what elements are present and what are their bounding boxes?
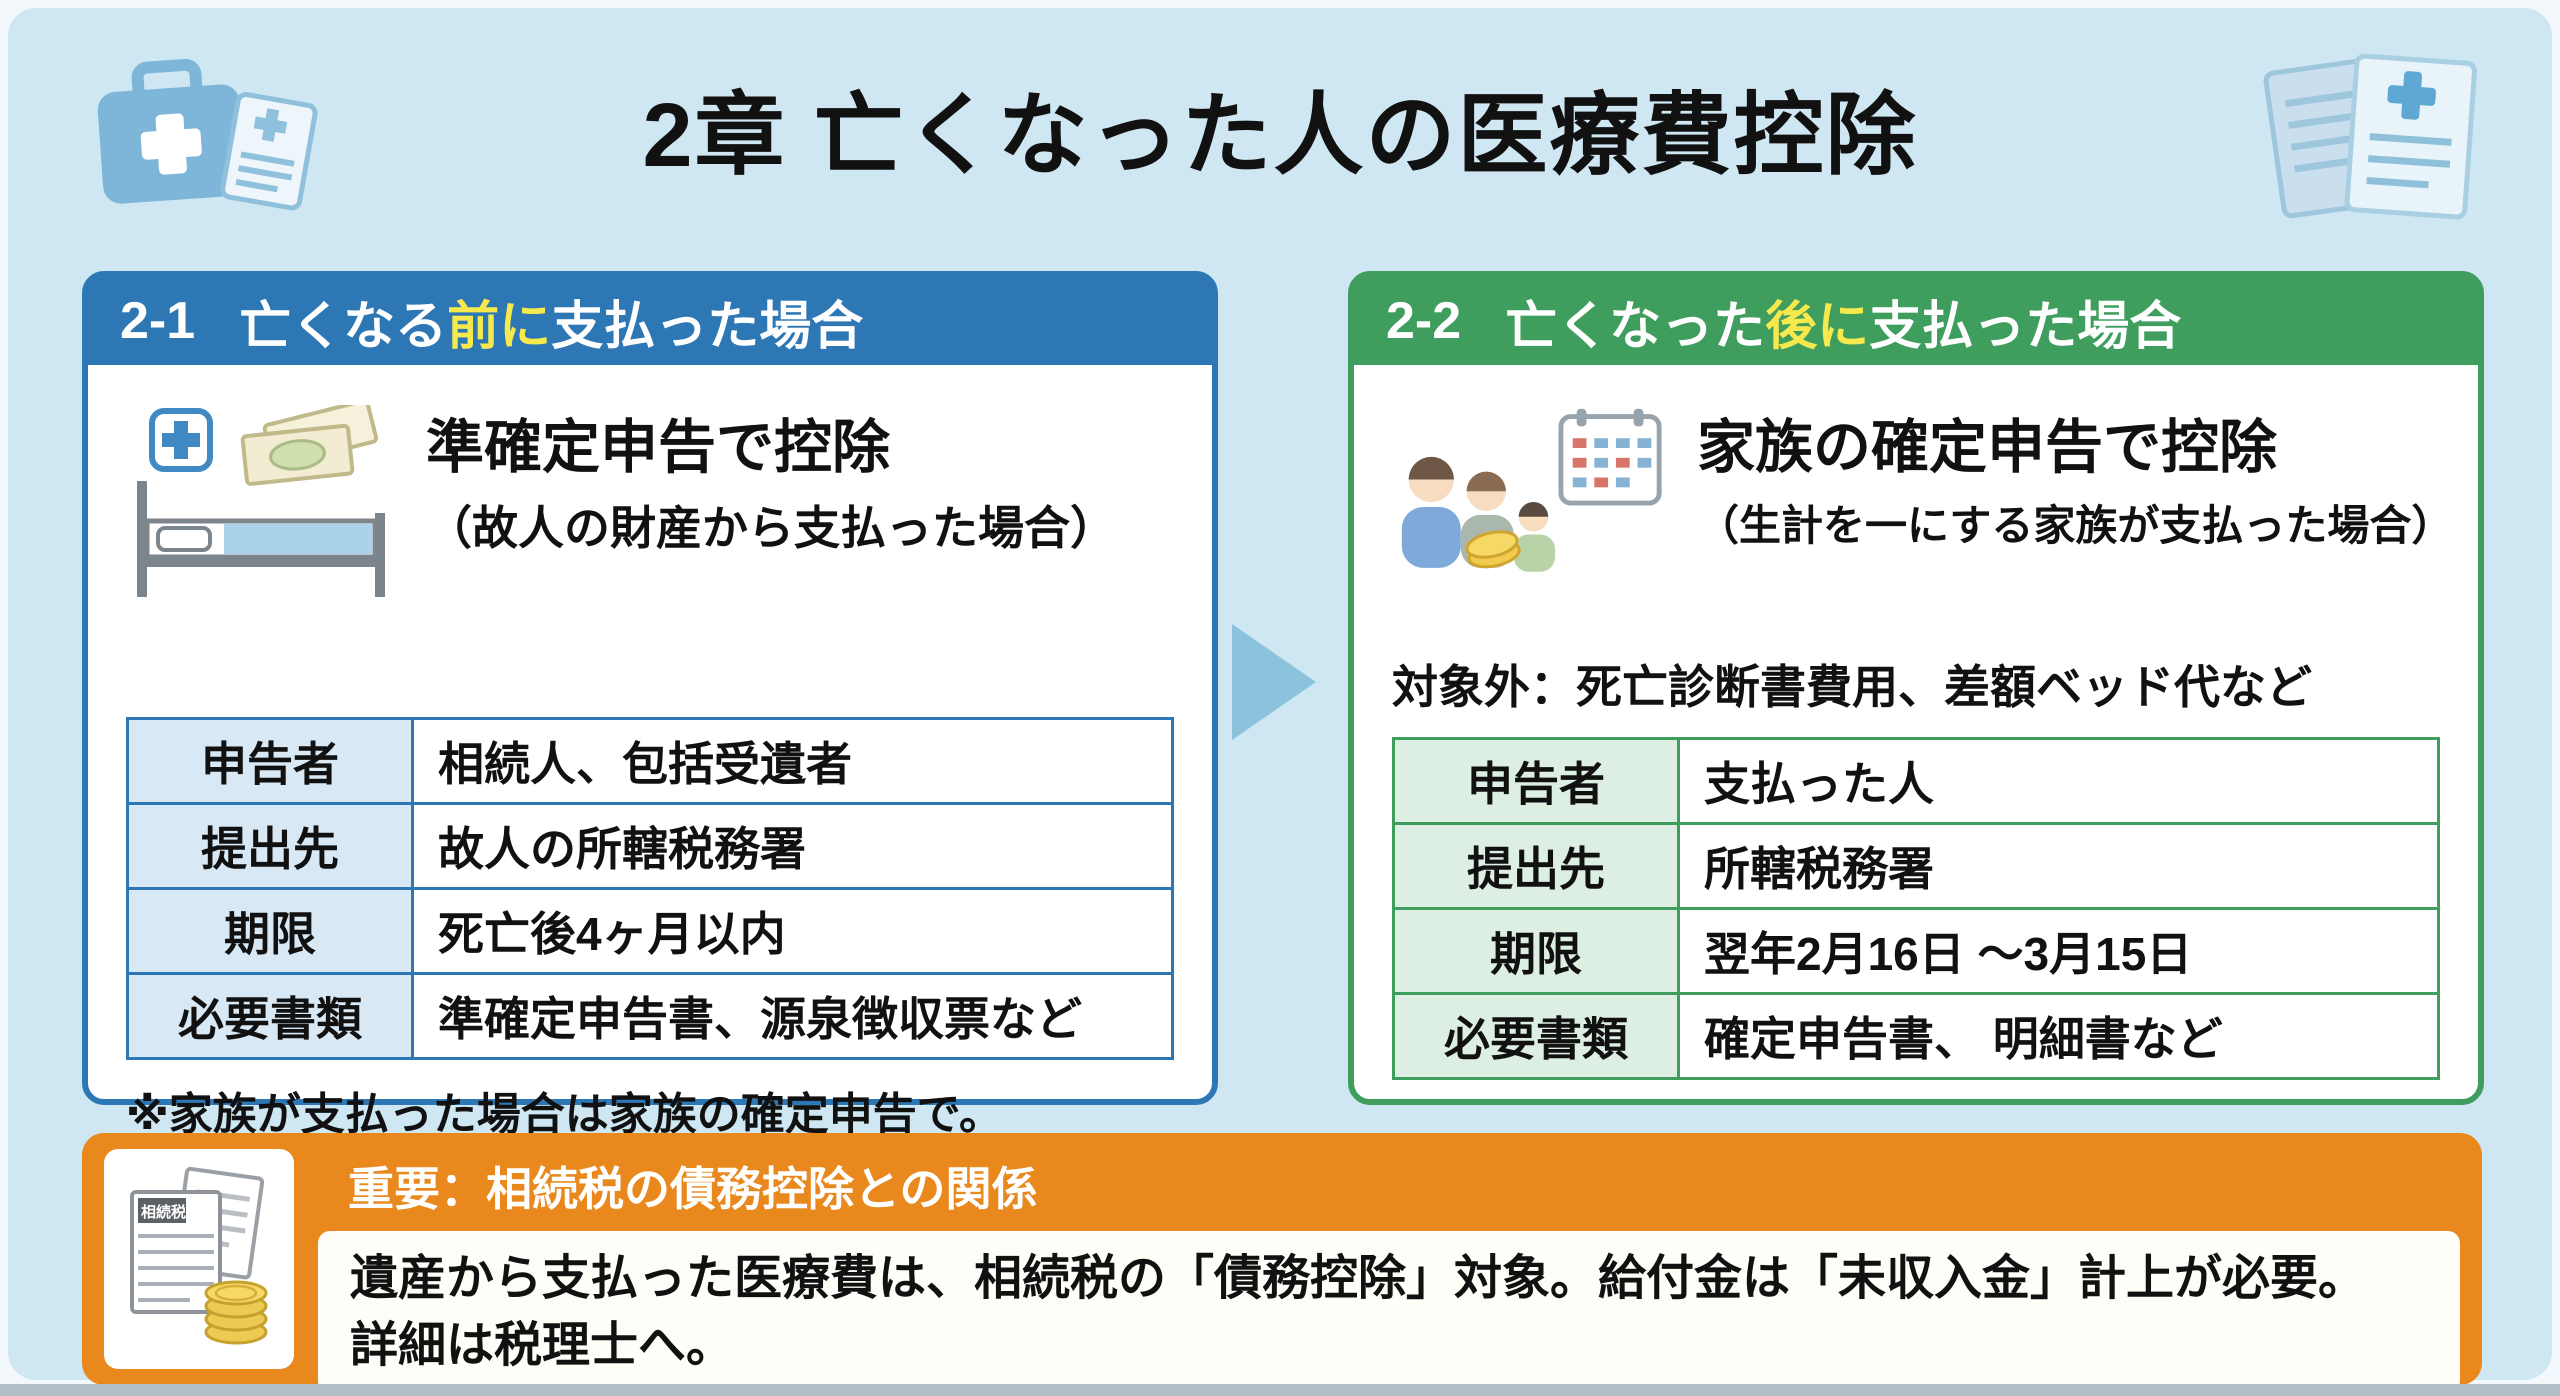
row-label: 申告者 bbox=[1392, 737, 1680, 825]
table-row: 提出先 故人の所轄税務署 bbox=[126, 802, 1174, 890]
row-label: 申告者 bbox=[126, 717, 414, 805]
right-heading: 家族の確定申告で控除 bbox=[1697, 415, 2278, 480]
footer-body: 遺産から支払った医療費は、相続税の「債務控除」対象。給付金は「未収入金」計上が必… bbox=[318, 1231, 2460, 1394]
left-panel-body: 準確定申告で控除 （故人の財産から支払った場合） 申告者 相続人、包括受遺者 提… bbox=[88, 365, 1212, 1142]
panel-paid-after-death: 2-2 亡くなった後に支払った場合 bbox=[1348, 271, 2484, 1105]
medical-documents-icon bbox=[2263, 53, 2477, 220]
panel-paid-before-death: 2-1 亡くなる前に支払った場合 bbox=[82, 271, 1218, 1139]
section-number-badge: 2-2 bbox=[1386, 292, 1462, 350]
family-calendar-icon bbox=[1401, 408, 1662, 572]
footer-main: 重要：相続税の債務控除との関係 遺産から支払った医療費は、相続税の「債務控除」対… bbox=[318, 1149, 2460, 1394]
row-value: 死亡後4ヶ月以内 bbox=[411, 887, 1174, 975]
table-row: 申告者 相続人、包括受遺者 bbox=[126, 717, 1174, 805]
title-post: 支払った場合 bbox=[1869, 297, 2182, 356]
table-row: 申告者 支払った人 bbox=[1392, 737, 2440, 825]
table-row: 期限 翌年2月16日 ～3月15日 bbox=[1392, 907, 2440, 995]
table-row: 必要書類 確定申告書、 明細書など bbox=[1392, 992, 2440, 1080]
icon-inheritance-tax-label: 相続税 bbox=[141, 1203, 186, 1221]
exclusion-note: 対象外：死亡診断書費用、差額ベッド代など bbox=[1392, 661, 2312, 713]
table-row: 提出先 所轄税務署 bbox=[1392, 822, 2440, 910]
right-panel-title: 亡くなった後に支払った場合 bbox=[1505, 284, 2181, 359]
right-intro-text: 家族の確定申告で控除 （生計を一にする家族が支払った場合） bbox=[1697, 405, 2454, 553]
hospital-bed-money-icon bbox=[137, 405, 385, 597]
left-panel-title: 亡くなる前に支払った場合 bbox=[239, 284, 863, 359]
footer-icon-box: 相続税 bbox=[104, 1149, 294, 1369]
first-aid-kit-icon bbox=[97, 58, 318, 211]
row-value: 翌年2月16日 ～3月15日 bbox=[1677, 907, 2440, 995]
title-highlight: 前に bbox=[447, 297, 552, 356]
right-intro-row: 家族の確定申告で控除 （生計を一にする家族が支払った場合） bbox=[1392, 405, 2454, 605]
left-subheading: （故人の財産から支払った場合） bbox=[426, 501, 1116, 554]
right-panel-body: 家族の確定申告で控除 （生計を一にする家族が支払った場合） 対象外：死亡診断書費… bbox=[1354, 365, 2478, 1080]
row-label: 期限 bbox=[1392, 907, 1680, 995]
inheritance-tax-documents-coins-icon: 相続税 bbox=[130, 1166, 268, 1345]
bottom-edge-strip bbox=[0, 1384, 2560, 1396]
page-title: 2章 亡くなった人の医療費控除 bbox=[642, 86, 1918, 186]
row-value: 確定申告書、 明細書など bbox=[1677, 992, 2440, 1080]
table-row: 期限 死亡後4ヶ月以内 bbox=[126, 887, 1174, 975]
row-label: 提出先 bbox=[126, 802, 414, 890]
left-heading: 準確定申告で控除 bbox=[426, 415, 891, 480]
left-panel-header: 2-1 亡くなる前に支払った場合 bbox=[88, 277, 1212, 365]
row-label: 期限 bbox=[126, 887, 414, 975]
title-highlight: 後に bbox=[1765, 297, 1870, 356]
coins-icon bbox=[204, 1280, 268, 1345]
table-row: 必要書類 準確定申告書、源泉徴収票など bbox=[126, 972, 1174, 1060]
right-panel-header: 2-2 亡くなった後に支払った場合 bbox=[1354, 277, 2478, 365]
title-pre: 亡くなる bbox=[239, 297, 448, 356]
section-number-badge: 2-1 bbox=[120, 292, 196, 350]
footer-title: 重要：相続税の債務控除との関係 bbox=[348, 1163, 1038, 1215]
row-value: 相続人、包括受遺者 bbox=[411, 717, 1174, 805]
left-intro-text: 準確定申告で控除 （故人の財産から支払った場合） bbox=[426, 405, 1116, 558]
right-info-table: 申告者 支払った人 提出先 所轄税務署 期限 翌年2月16日 ～3月15日 必要… bbox=[1392, 737, 2440, 1080]
row-value: 所轄税務署 bbox=[1677, 822, 2440, 910]
left-intro-row: 準確定申告で控除 （故人の財産から支払った場合） bbox=[126, 405, 1174, 605]
title-post: 支払った場合 bbox=[551, 297, 864, 356]
footer-line-2: 詳細は税理士へ。 bbox=[350, 1319, 735, 1373]
important-banner: 相続税 重要：相続税の債務控除との関係 遺産から支払った医療費は、相続税の「債務… bbox=[82, 1133, 2482, 1394]
row-value: 故人の所轄税務署 bbox=[411, 802, 1174, 890]
left-info-table: 申告者 相続人、包括受遺者 提出先 故人の所轄税務署 期限 死亡後4ヶ月以内 必… bbox=[126, 717, 1174, 1060]
row-label: 必要書類 bbox=[126, 972, 414, 1060]
left-panel-note: ※家族が支払った場合は家族の確定申告で。 bbox=[126, 1090, 1004, 1139]
row-value: 支払った人 bbox=[1677, 737, 2440, 825]
row-label: 提出先 bbox=[1392, 822, 1680, 910]
flow-arrow-icon bbox=[1232, 624, 1316, 740]
title-pre: 亡くなった bbox=[1505, 297, 1766, 356]
right-subheading: （生計を一にする家族が支払った場合） bbox=[1697, 501, 2454, 549]
row-value: 準確定申告書、源泉徴収票など bbox=[411, 972, 1174, 1060]
footer-line-1: 遺産から支払った医療費は、相続税の「債務控除」対象。給付金は「未収入金」計上が必… bbox=[350, 1252, 2367, 1305]
row-label: 必要書類 bbox=[1392, 992, 1680, 1080]
